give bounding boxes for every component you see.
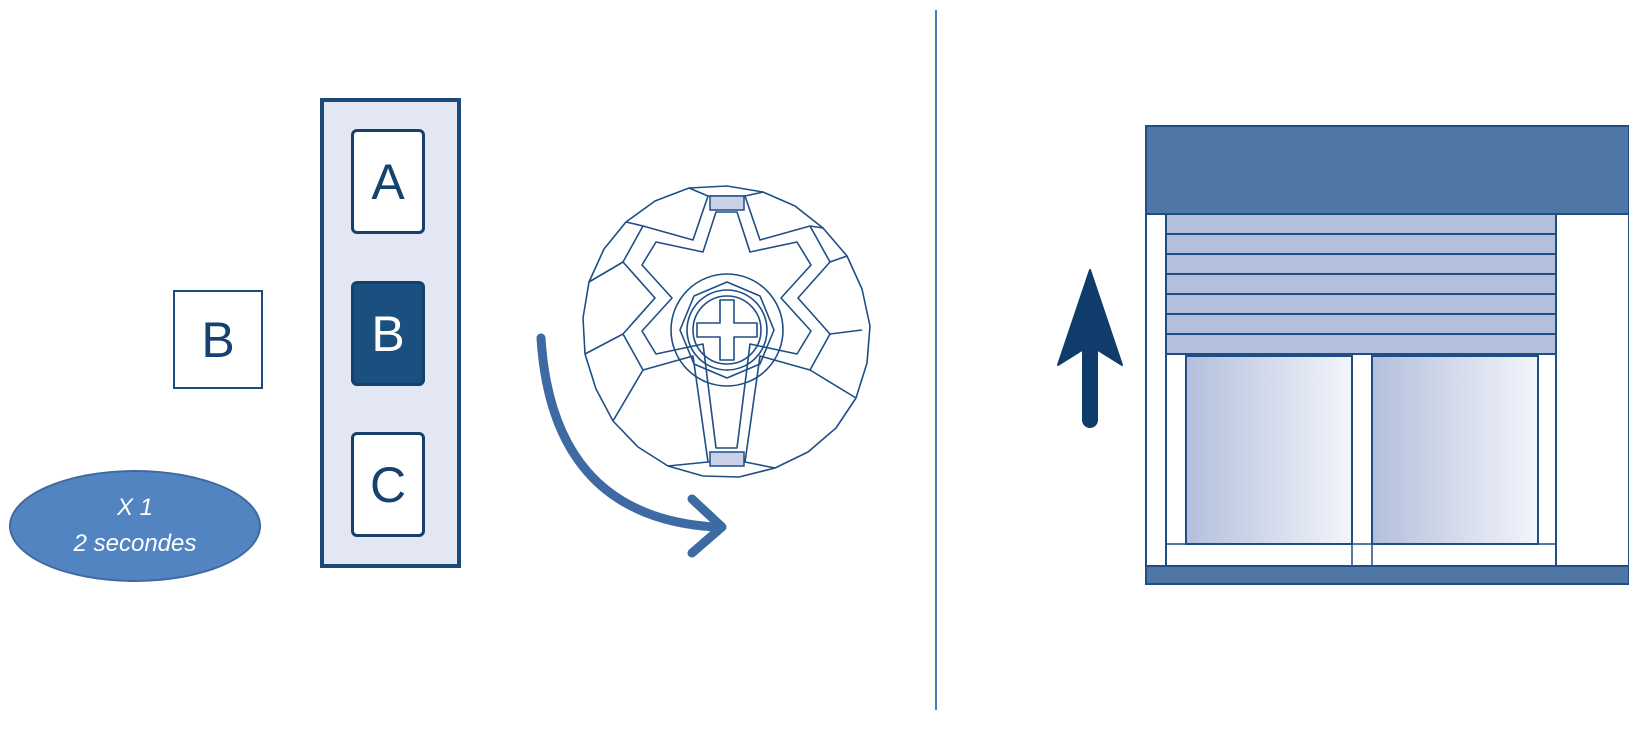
panel-divider [935, 10, 937, 710]
b-key-label: B [201, 311, 234, 369]
press-count: X 1 [117, 490, 153, 526]
remote-button-b[interactable]: B [351, 281, 425, 386]
remote-button-c-label: C [370, 456, 406, 514]
press-duration: 2 secondes [74, 526, 197, 562]
remote-button-c[interactable]: C [351, 432, 425, 537]
press-count-badge: X 1 2 secondes [9, 470, 261, 582]
clockwise-arrow-icon [530, 330, 740, 570]
remote-button-b-label: B [371, 305, 404, 363]
b-key-symbol: B [173, 290, 263, 389]
remote-button-a-label: A [371, 153, 404, 211]
roller-shutter-window-icon [1140, 120, 1629, 590]
arrow-up-icon [1055, 265, 1125, 430]
remote-button-a[interactable]: A [351, 129, 425, 234]
